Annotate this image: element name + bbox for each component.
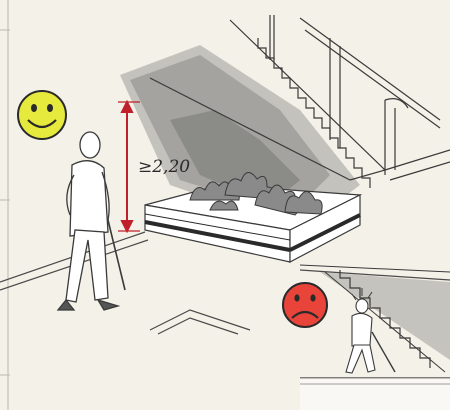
height-dimension xyxy=(118,102,140,231)
sad-face-icon xyxy=(283,283,327,327)
walking-man-with-cane xyxy=(58,132,125,310)
height-dimension-label: ≥2,20 xyxy=(138,157,190,177)
smiley-face-icon xyxy=(18,91,66,139)
frame-lines xyxy=(0,0,10,410)
